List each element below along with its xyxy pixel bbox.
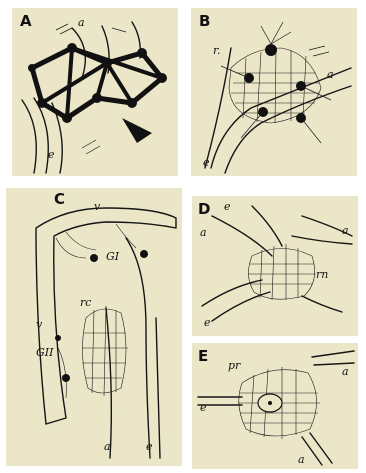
panel-a-letter: A: [20, 12, 32, 30]
panel-e: E pr a e a: [192, 343, 358, 469]
panel-c: C v GI rc v GII a e: [6, 188, 182, 466]
panel-b-label-a: a: [327, 68, 334, 81]
panel-d: D e a a rn e: [192, 196, 358, 336]
panel-a-label-e: e: [48, 148, 55, 161]
panel-d-label-e-top: e: [224, 200, 231, 213]
panel-c-label-gii: GII: [36, 346, 54, 359]
panel-e-label-e: e: [200, 401, 207, 414]
panel-c-label-gi: GI: [106, 250, 120, 263]
panel-b: B r. a e: [191, 8, 357, 176]
panel-d-label-rn: rn: [316, 268, 328, 281]
neuron-network-a: [28, 43, 167, 143]
panel-a-label-a: a: [78, 16, 85, 29]
panel-e-letter: E: [198, 347, 208, 365]
panel-c-label-v-top: v: [94, 200, 101, 213]
glomerulus-net-c: [56, 224, 136, 398]
panel-d-label-e-bottom: e: [204, 316, 211, 329]
panel-e-label-a-right: a: [342, 365, 349, 378]
panel-c-label-v-left: v: [36, 318, 43, 331]
panel-d-letter: D: [198, 200, 210, 218]
panel-a: A a e: [12, 8, 178, 176]
panel-b-label-r: r.: [213, 44, 221, 57]
reticular-net-d: [248, 244, 316, 300]
panel-c-label-rc: rc: [80, 296, 91, 309]
panel-d-label-a-left: a: [200, 226, 207, 239]
panel-b-letter: B: [199, 12, 210, 30]
panel-d-label-a-right: a: [342, 224, 349, 237]
panel-c-letter: C: [54, 190, 65, 208]
panel-c-label-a: a: [104, 440, 111, 453]
panel-e-label-pr: pr: [228, 359, 241, 372]
panel-e-label-a-bottom: a: [298, 453, 305, 466]
